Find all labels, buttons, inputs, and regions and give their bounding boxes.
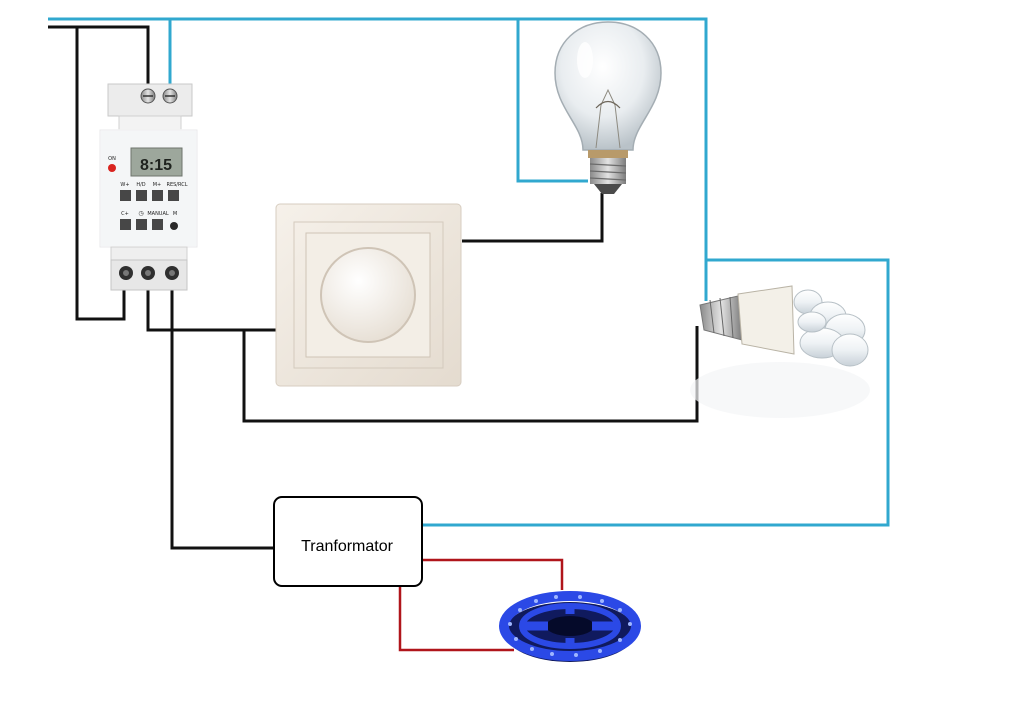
phase-wire-bulb-loop	[516, 19, 588, 183]
rotary-dimmer-switch-icon	[275, 203, 462, 387]
timer-relay: 8:15 ON W+ H/D M+ RES/RCL C+ ◷ MANUAL M	[99, 83, 198, 291]
compact-fluorescent-lamp-icon	[690, 285, 870, 418]
dimmer-wire-cfl	[242, 326, 699, 423]
phase-wire-main	[48, 17, 890, 527]
strip-wire-negative	[398, 586, 514, 652]
timer-button-label: H/D	[136, 182, 145, 188]
neutral-wire-loop	[75, 27, 126, 321]
led-strip	[499, 591, 641, 662]
compact-fluorescent-lamp	[690, 285, 870, 418]
timer-button-label: C+	[121, 211, 129, 217]
timer-button-label: W+	[120, 182, 129, 188]
neutral-wire-input	[48, 25, 150, 84]
phase-wires	[48, 17, 890, 527]
low-voltage-wires	[398, 558, 564, 652]
timer-button-label: RES/RCL	[167, 182, 188, 188]
dimmer-wire-bulb	[462, 193, 604, 243]
strip-wire-positive	[423, 558, 564, 590]
transformer-label: Tranformator	[301, 538, 394, 555]
dimmer-switch	[275, 203, 462, 387]
timer-button-label: MANUAL	[147, 211, 169, 217]
timer-button-label: M+	[153, 182, 162, 188]
led-strip-reel-icon	[499, 591, 641, 662]
timer-button-label: ◷	[138, 210, 143, 217]
transformer-box	[273, 496, 423, 587]
neutral-wires	[48, 25, 699, 550]
timer-output-wire-dimmer	[146, 284, 276, 332]
incandescent-bulb	[554, 21, 662, 194]
timer-output-wire-transformer	[170, 284, 274, 550]
timer-relay-icon	[99, 83, 198, 291]
timer-display-time: 8:15	[140, 157, 172, 174]
timer-power-indicator-label: ON	[108, 156, 116, 162]
timer-button-label: M	[173, 211, 177, 217]
incandescent-bulb-icon	[554, 21, 662, 194]
